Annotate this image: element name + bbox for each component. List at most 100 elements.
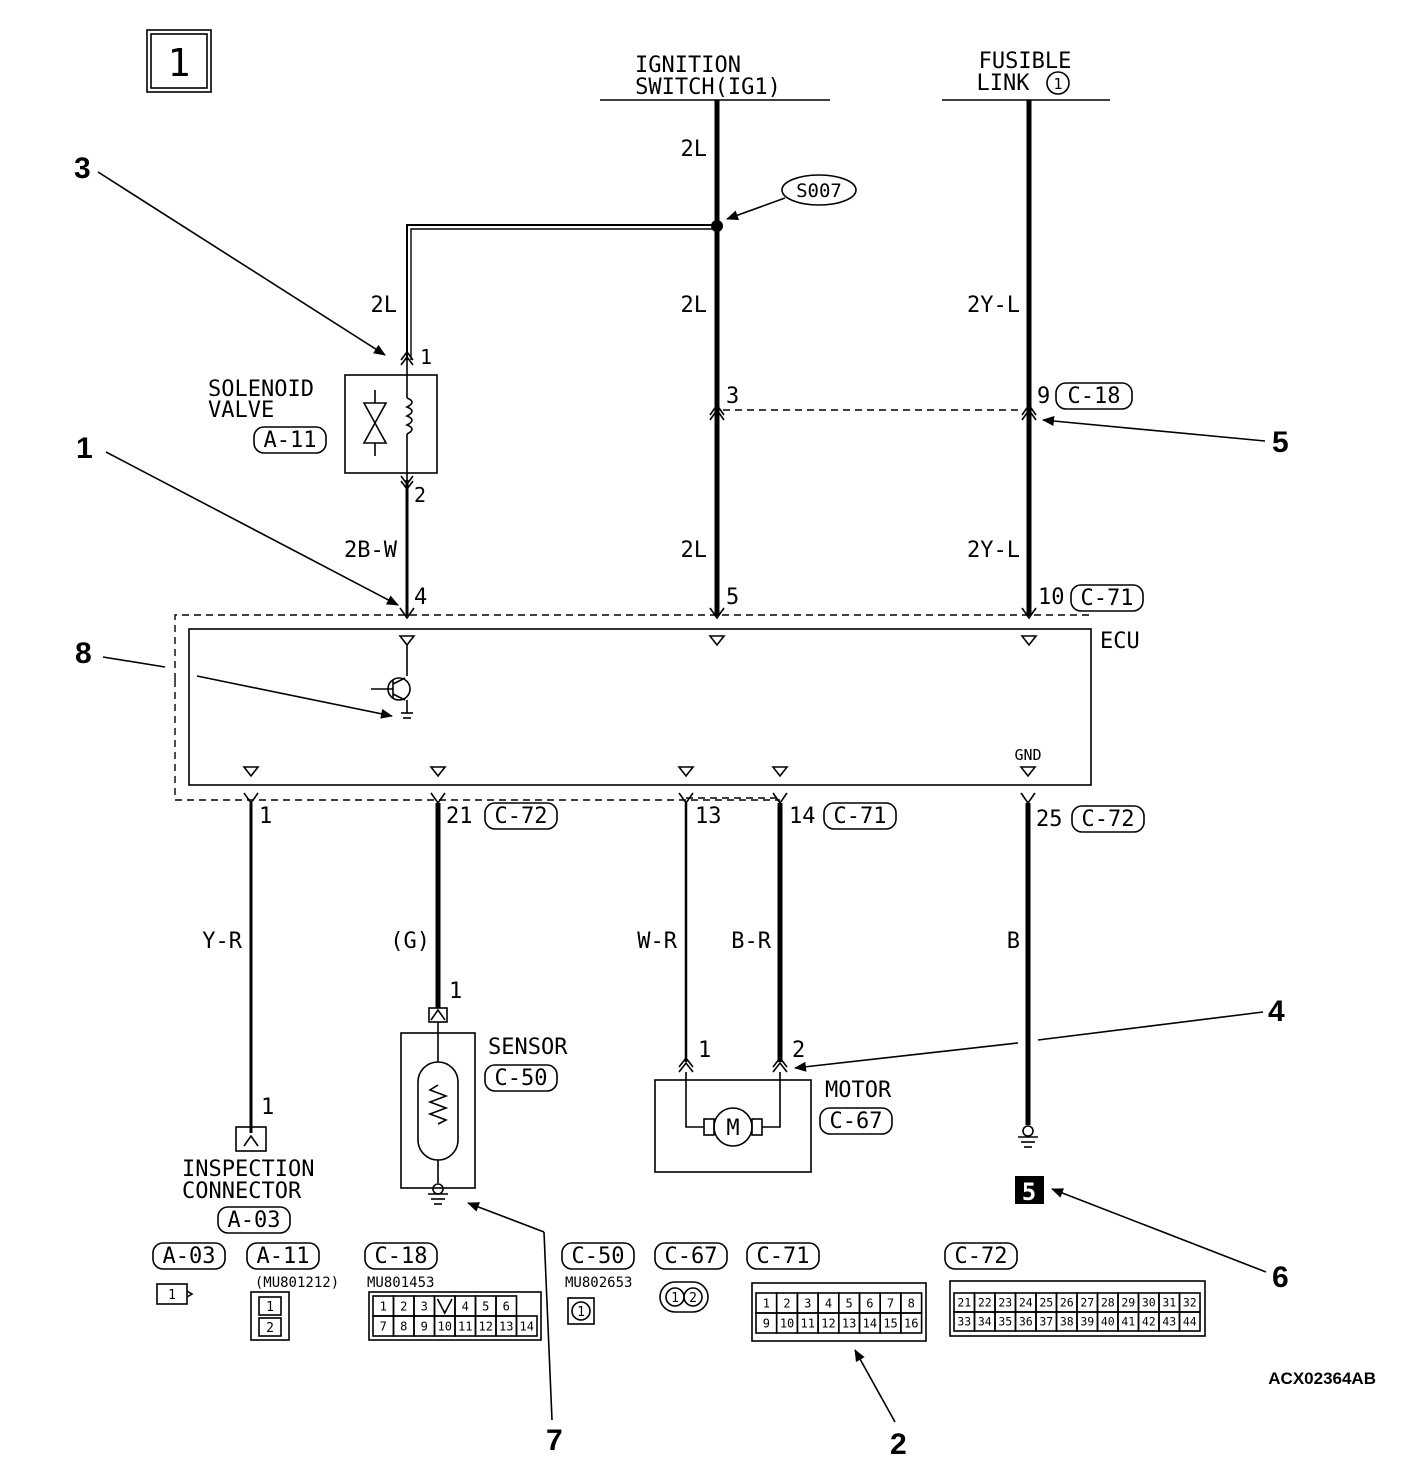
svg-text:LINK: LINK xyxy=(977,71,1031,96)
callout-2: 2 xyxy=(890,1428,907,1461)
c72-pin: 36 xyxy=(1019,1315,1033,1329)
c71-cell xyxy=(900,1312,923,1334)
connector-view-c67: C-67 1 2 xyxy=(654,1242,728,1313)
callout-4: 4 xyxy=(1268,995,1285,1028)
c72-pin: 28 xyxy=(1101,1296,1115,1310)
c18-pin: 14 xyxy=(520,1319,534,1333)
c18-cell xyxy=(515,1315,538,1337)
c72-pin: 26 xyxy=(1060,1296,1074,1310)
c72-pin: 32 xyxy=(1183,1296,1197,1310)
c72-pin: 24 xyxy=(1019,1296,1033,1310)
c72-pin: 43 xyxy=(1162,1315,1176,1329)
c72-pin: 23 xyxy=(998,1296,1012,1310)
solenoid-feed-wire xyxy=(406,224,717,360)
ecu-bottom-pins: 1 21 C-72 13 14 C-71 25 C-72 xyxy=(243,792,1145,833)
c72-pin: 37 xyxy=(1039,1315,1053,1329)
c18-pin: 7 xyxy=(380,1319,387,1333)
wire-label-fusible-top: 2Y-L xyxy=(967,293,1020,318)
c72-pin: 42 xyxy=(1142,1315,1156,1329)
c71-pin: 11 xyxy=(801,1316,815,1330)
c72-pin: 29 xyxy=(1121,1296,1135,1310)
c72-pin: 33 xyxy=(957,1315,971,1329)
svg-text:1: 1 xyxy=(266,1300,274,1315)
wire-label-ign-mid: 2L xyxy=(681,293,708,318)
svg-text:1: 1 xyxy=(168,1288,176,1303)
c71-pin: 9 xyxy=(763,1316,770,1330)
callout-6: 6 xyxy=(1272,1261,1289,1294)
svg-text:2: 2 xyxy=(689,1291,697,1306)
svg-text:SWITCH(IG1): SWITCH(IG1) xyxy=(635,75,781,100)
c71-pin: 5 xyxy=(846,1296,853,1310)
c71-pin: 13 xyxy=(842,1316,856,1330)
page-number-box: 1 xyxy=(146,29,212,93)
ignition-switch-header: IGNITION SWITCH(IG1) xyxy=(600,53,830,101)
sensor-connector: C-50 xyxy=(495,1066,548,1091)
wire-label-motor-1: W-R xyxy=(637,929,677,954)
c71-pin: 7 xyxy=(887,1296,894,1310)
svg-text:C-18: C-18 xyxy=(1068,384,1121,409)
sensor-label: SENSOR xyxy=(488,1035,568,1060)
ground-point-5: 5 xyxy=(1015,1125,1044,1206)
solenoid-valve: 1 2 SOLENOID VALVE A-11 xyxy=(208,345,438,507)
motor-connector: C-67 xyxy=(830,1109,883,1134)
svg-text:1: 1 xyxy=(1053,75,1062,93)
c18-pin: 8 xyxy=(400,1319,407,1333)
c72-cell xyxy=(1178,1311,1201,1332)
c72-pin: 44 xyxy=(1183,1315,1197,1329)
c71-pin: 3 xyxy=(804,1296,811,1310)
c71-pin: 6 xyxy=(866,1296,873,1310)
callout-1: 1 xyxy=(76,432,93,465)
svg-text:C-71: C-71 xyxy=(757,1244,810,1269)
wire-label-sensor: (G) xyxy=(390,929,430,954)
c18-pin: 5 xyxy=(482,1299,489,1313)
pin-sol-2: 2 xyxy=(414,483,426,507)
motor-label: MOTOR xyxy=(825,1078,892,1103)
ecu-label: ECU xyxy=(1100,629,1140,654)
ecu-box: ECU GND xyxy=(174,614,1140,801)
drawing-code: ACX02364AB xyxy=(1268,1369,1376,1388)
pin-motor-2: 2 xyxy=(792,1038,805,1063)
splice-label: S007 xyxy=(796,180,842,202)
pin-ecu-10: 10 xyxy=(1038,585,1065,610)
svg-text:C-72: C-72 xyxy=(495,804,548,829)
svg-text:MU802653: MU802653 xyxy=(565,1275,632,1291)
sensor-c50: 1 SENSOR C-50 xyxy=(400,979,568,1205)
joint-connector-c18: 3 9 C-18 xyxy=(709,382,1133,421)
pin-sensor-1: 1 xyxy=(449,979,462,1004)
pin-sol-1: 1 xyxy=(420,345,432,369)
pin-ecu-1: 1 xyxy=(259,804,272,829)
ecu-top-pins: 4 5 10 C-71 xyxy=(399,584,1144,620)
c72-pin: 21 xyxy=(957,1296,971,1310)
svg-text:MU801453: MU801453 xyxy=(367,1275,434,1291)
pin-ecu-25: 25 xyxy=(1036,807,1063,832)
svg-text:A-03: A-03 xyxy=(163,1244,216,1269)
callout-8: 8 xyxy=(75,637,92,670)
c72-pin: 39 xyxy=(1080,1315,1094,1329)
c18-pin: 13 xyxy=(499,1319,513,1333)
fusible-link-header: FUSIBLE LINK 1 xyxy=(942,49,1110,101)
c18-key xyxy=(436,1298,453,1315)
svg-text:2: 2 xyxy=(266,1321,274,1336)
connector-view-c50: C-50 MU802653 1 xyxy=(561,1242,635,1325)
pin-ecu-4: 4 xyxy=(414,585,427,610)
c71-pin: 2 xyxy=(783,1296,790,1310)
svg-text:M: M xyxy=(726,1116,739,1141)
svg-text:C-71: C-71 xyxy=(834,804,887,829)
pin-insp-1: 1 xyxy=(261,1095,274,1120)
c18-pin: 3 xyxy=(421,1299,428,1313)
c18-pin: 12 xyxy=(479,1319,493,1333)
c72-pin: 41 xyxy=(1121,1315,1135,1329)
c72-pin: 25 xyxy=(1039,1296,1053,1310)
svg-text:C-18: C-18 xyxy=(375,1244,428,1269)
inspection-connector: A-03 xyxy=(228,1208,281,1233)
wire-label-solenoid-feed: 2L xyxy=(371,293,398,318)
inspection-connector-a03: 1 INSPECTION CONNECTOR A-03 xyxy=(182,1095,314,1234)
pin-ecu-13: 13 xyxy=(695,804,722,829)
c71-pin: 10 xyxy=(780,1316,794,1330)
c18-pin: 4 xyxy=(462,1299,469,1313)
callout-7: 7 xyxy=(546,1424,563,1457)
pin-ecu-14: 14 xyxy=(789,804,816,829)
